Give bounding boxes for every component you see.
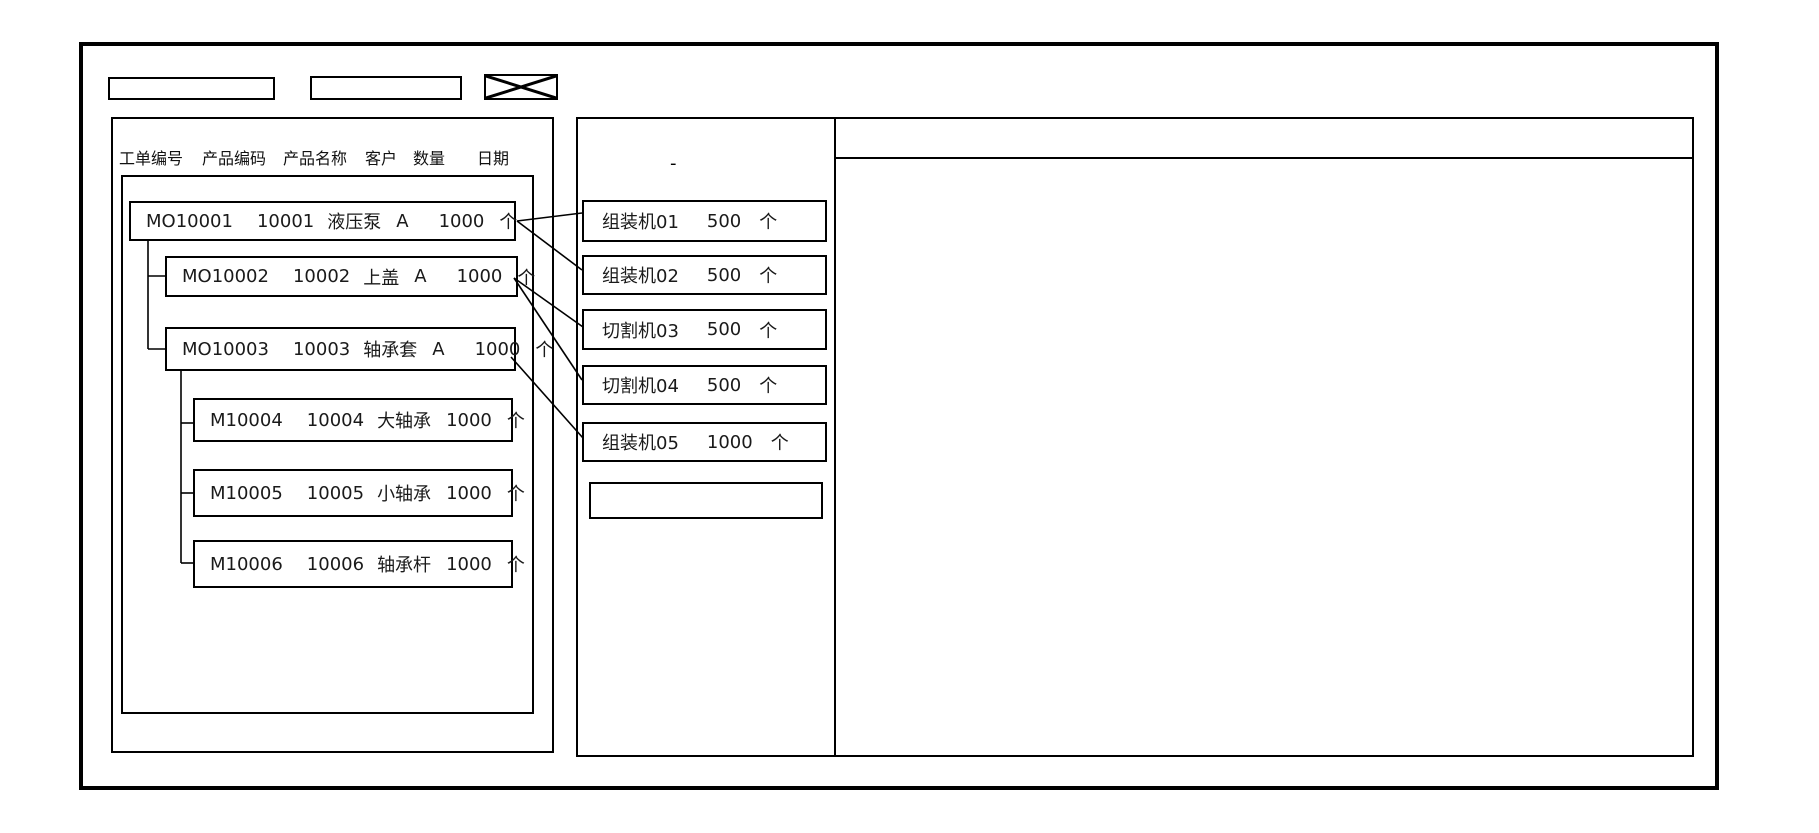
unit: 个 <box>759 320 778 342</box>
wo-number: M10004 <box>210 409 283 431</box>
empty-machine-slot[interactable] <box>589 482 823 519</box>
machine-name: 切割机03 <box>602 320 679 342</box>
product-code: 10004 <box>306 409 365 431</box>
unit: 个 <box>535 340 554 361</box>
col-header-quantity: 数量 <box>413 149 446 168</box>
quantity: 1000 <box>446 553 492 575</box>
product-name: 大轴承 <box>377 411 432 432</box>
wo-number: MO10003 <box>182 338 269 360</box>
customer: A <box>414 266 427 287</box>
wo-number: MO10002 <box>182 266 269 287</box>
unit: 个 <box>499 212 518 233</box>
quantity: 1000 <box>446 482 492 504</box>
machine-name: 组装机05 <box>602 433 679 454</box>
unit: 个 <box>770 433 789 454</box>
wo-number: M10006 <box>210 553 283 575</box>
quantity: 1000 <box>456 266 503 287</box>
quantity: 1000 <box>446 409 492 431</box>
machine-quantity: 500 <box>706 210 742 232</box>
wo-number: M10005 <box>210 482 283 504</box>
machine-row[interactable]: 组装机05 1000 个 <box>582 422 827 462</box>
machine-quantity: 500 <box>706 264 742 286</box>
machine-name: 切割机04 <box>602 376 679 397</box>
machine-row[interactable]: 组装机01 500 个 <box>582 200 827 242</box>
machine-quantity: 500 <box>706 319 742 340</box>
work-order-row[interactable]: M10006 10006 轴承杆 1000 个 <box>193 540 525 588</box>
work-order-row[interactable]: M10004 10004 大轴承 1000 个 <box>193 398 525 442</box>
unit: 个 <box>759 212 778 233</box>
work-order-row[interactable]: MO10003 10003 轴承套 A 1000 个 <box>165 327 553 371</box>
product-name: 轴承杆 <box>377 555 432 576</box>
unit: 个 <box>506 555 525 576</box>
crossed-box-icon[interactable] <box>484 74 558 100</box>
machine-row[interactable]: 切割机03 500 个 <box>582 309 827 350</box>
unit: 个 <box>506 484 525 505</box>
machine-row[interactable]: 切割机04 500 个 <box>582 365 827 405</box>
work-order-row[interactable]: MO10002 10002 上盖 A 1000 个 <box>165 256 535 297</box>
unit: 个 <box>759 376 778 397</box>
col-header-wo-number: 工单编号 <box>119 149 184 168</box>
col-header-product-code: 产品编码 <box>202 149 267 168</box>
schedule-panel <box>836 117 1694 757</box>
product-name: 液压泵 <box>327 212 382 233</box>
machine-name: 组装机02 <box>602 266 679 287</box>
customer: A <box>396 210 409 232</box>
toolbar-input-2[interactable] <box>310 76 462 100</box>
note-dash: - <box>670 153 677 174</box>
wo-number: MO10001 <box>146 210 233 232</box>
col-header-customer: 客户 <box>365 149 398 168</box>
product-name: 小轴承 <box>377 484 432 505</box>
crossed-box-lines <box>486 76 556 98</box>
machine-quantity: 500 <box>706 374 742 396</box>
customer: A <box>432 338 445 360</box>
quantity: 1000 <box>474 338 521 360</box>
product-code: 10003 <box>292 338 351 360</box>
work-order-row[interactable]: M10005 10005 小轴承 1000 个 <box>193 469 525 517</box>
product-code: 10002 <box>292 266 351 287</box>
col-header-product-name: 产品名称 <box>283 149 348 168</box>
product-name: 轴承套 <box>363 340 418 361</box>
product-code: 10001 <box>256 210 315 232</box>
unit: 个 <box>517 267 536 289</box>
unit: 个 <box>506 411 525 432</box>
machine-name: 组装机01 <box>602 212 679 233</box>
machine-row[interactable]: 组装机02 500 个 <box>582 255 827 295</box>
product-code: 10005 <box>306 482 365 504</box>
work-order-row[interactable]: MO10001 10001 液压泵 A 1000 个 <box>129 201 518 241</box>
machine-quantity: 1000 <box>706 431 753 453</box>
product-name: 上盖 <box>363 267 400 289</box>
col-header-date: 日期 <box>477 149 510 168</box>
quantity: 1000 <box>438 210 485 232</box>
schedule-header-divider <box>836 157 1694 159</box>
toolbar-input-1[interactable] <box>108 77 275 100</box>
product-code: 10006 <box>306 553 365 575</box>
unit: 个 <box>759 266 778 287</box>
